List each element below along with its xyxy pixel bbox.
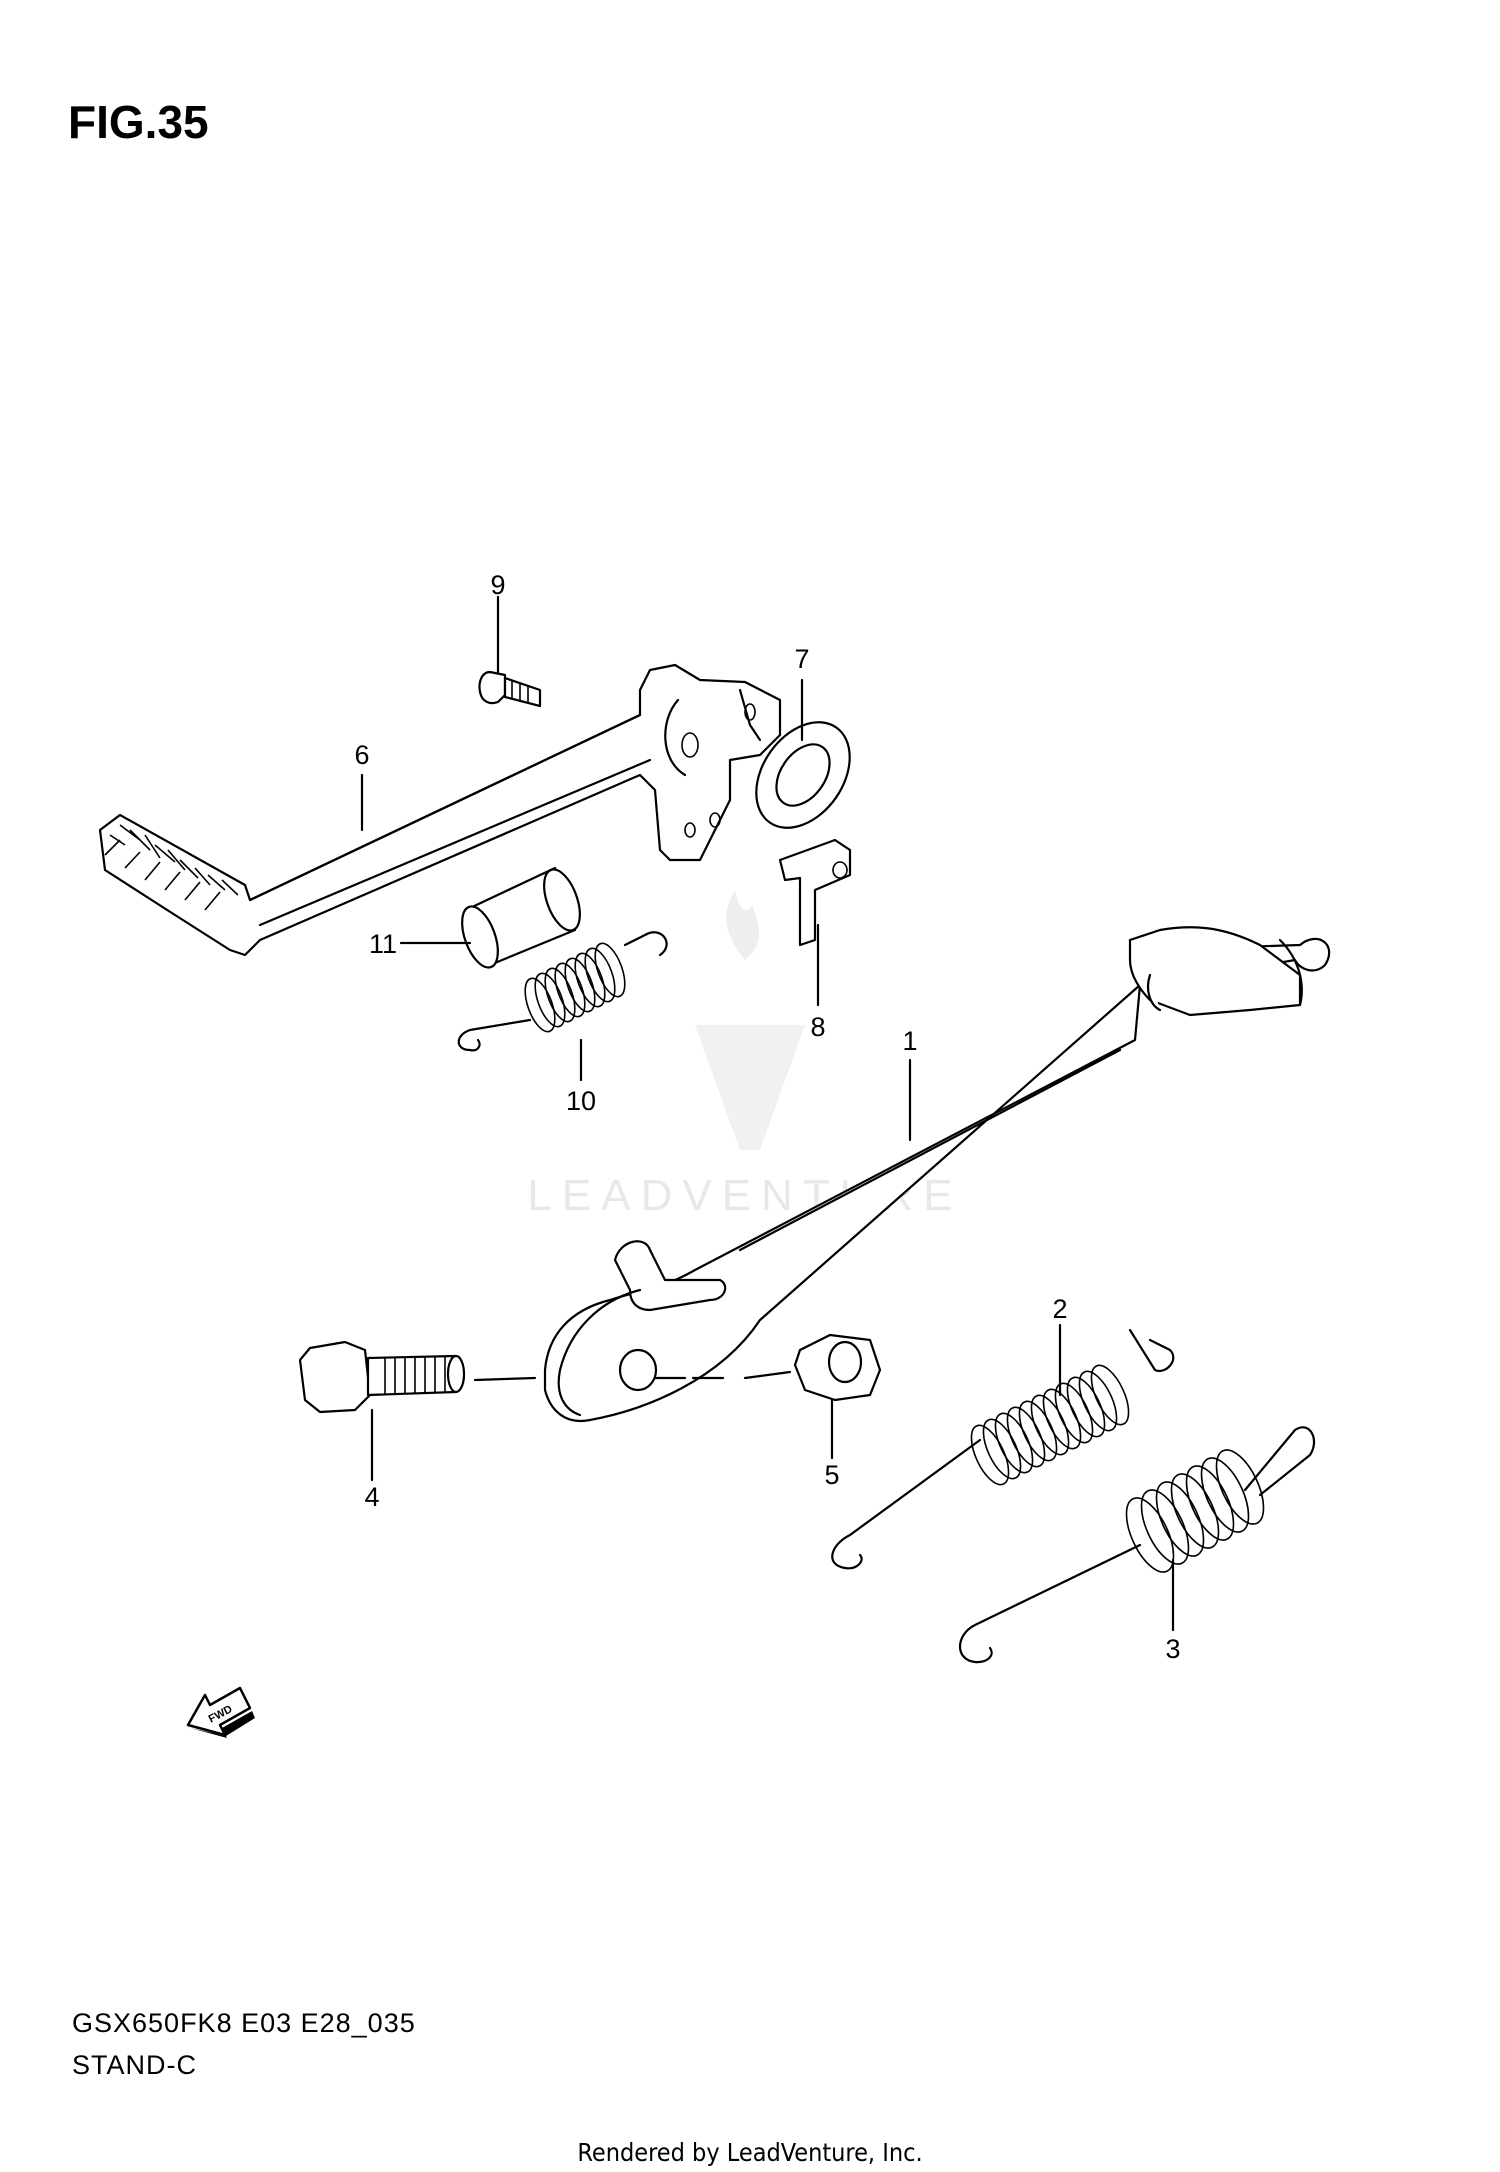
nut-part-5 [793,1333,882,1402]
spring-part-10 [457,931,668,1052]
spring-part-2 [831,1328,1175,1570]
callout-2: 2 [1052,1294,1067,1324]
callout-3: 3 [1165,1634,1180,1664]
clip-part-8 [778,838,852,947]
model-code: GSX650FK8 E03 E28_035 [72,2008,416,2038]
bolt-part-4 [298,1340,466,1414]
leader-lines [360,595,1175,1632]
callout-5: 5 [824,1460,839,1490]
callout-11: 11 [369,929,397,959]
fwd-arrow-icon: FWD [186,1686,255,1738]
brake-pedal-part-6 [98,663,782,957]
side-stand-part-1 [543,926,1331,1423]
rendered-by: Rendered by LeadVenture, Inc. [577,2138,923,2167]
washer-part-7 [755,721,851,829]
callout-10: 10 [566,1086,596,1116]
screw-part-9 [478,670,542,708]
section-name: STAND-C [72,2050,197,2080]
callout-4: 4 [364,1482,379,1512]
figure-title: FIG.35 [68,96,209,148]
callout-numbers: 9 7 6 8 11 10 1 4 5 2 3 [354,570,1180,1664]
spring-part-3 [959,1426,1316,1664]
callout-7: 7 [794,644,809,674]
collar-part-11 [461,866,581,969]
callout-6: 6 [354,740,369,770]
callout-1: 1 [902,1026,917,1056]
alignment-lines [473,1370,792,1382]
callout-8: 8 [810,1012,825,1042]
callout-9: 9 [490,570,505,600]
